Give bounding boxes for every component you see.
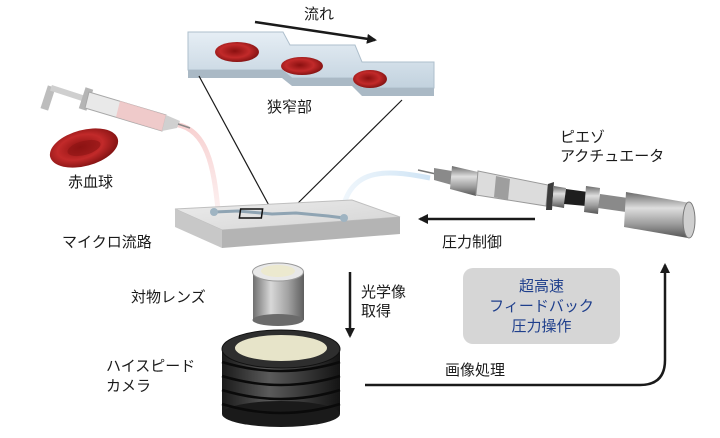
narrow-section-marker: [238, 208, 264, 219]
pressure-control-label: 圧力制御: [442, 233, 503, 251]
red-blood-cell-label: 赤血球: [68, 173, 114, 191]
camera-label-2: カメラ: [106, 377, 152, 395]
zoom-line-right: [289, 99, 403, 212]
camera-label-1: ハイスピード: [106, 357, 196, 375]
tube-left: [171, 121, 221, 211]
narrow-channel-zoom: [187, 31, 435, 96]
microfluidic-chip-label: マイクロ流路: [62, 233, 152, 251]
feedback-line-2: フィードバック: [489, 297, 594, 315]
objective-lens-label: 対物レンズ: [131, 288, 206, 306]
microfluidic-chip: [174, 199, 401, 248]
feedback-line-3: 圧力操作: [511, 317, 572, 335]
red-blood-cell: [49, 128, 119, 168]
flow-arrow: [254, 20, 377, 44]
image-processing-arrow: [365, 263, 670, 387]
piezo-label-2: アクチュエータ: [560, 147, 665, 165]
red-blood-cell-zoom-3: [353, 70, 387, 88]
high-speed-camera: [221, 329, 341, 427]
feedback-line-1: 超高速: [518, 277, 564, 295]
objective-lens: [252, 262, 304, 326]
narrow-section-label: 狭窄部: [267, 98, 313, 116]
piezo-label-1: ピエゾ: [560, 128, 606, 146]
image-acquisition-label-2: 取得: [361, 302, 392, 320]
zoom-line-left: [198, 75, 273, 212]
feedback-box: 超高速 フィードバック 圧力操作: [463, 268, 620, 344]
syringe: [40, 84, 191, 132]
flow-label: 流れ: [304, 5, 335, 23]
red-blood-cell-zoom-1: [215, 42, 259, 62]
image-processing-label: 画像処理: [445, 361, 506, 379]
image-acquisition-label-1: 光学像: [361, 283, 407, 301]
red-blood-cell-zoom-2: [281, 57, 323, 75]
piezo-actuator: [417, 166, 696, 239]
